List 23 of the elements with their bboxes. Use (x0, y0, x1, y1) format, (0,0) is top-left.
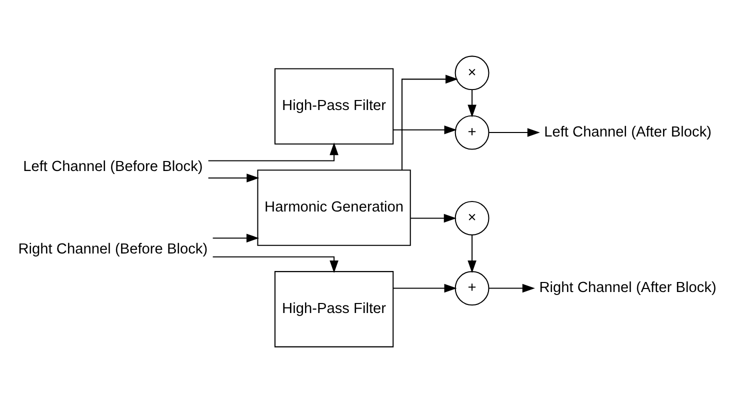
node-circle: + (454, 270, 490, 306)
node-circle: + (454, 114, 490, 150)
arrow (208, 142, 338, 161)
node-text: Left Channel (After Block) (544, 124, 712, 140)
arrow (208, 173, 260, 182)
arrow (393, 124, 457, 134)
arrow (468, 234, 476, 273)
arrow (468, 89, 476, 117)
arrow (489, 128, 540, 136)
node-text: Right Channel (After Block) (539, 280, 716, 296)
arrow (489, 283, 535, 292)
node-box: Harmonic Generation (257, 169, 411, 246)
arrow (212, 233, 260, 242)
node-box: High-Pass Filter (274, 68, 394, 144)
node-circle: × (454, 200, 490, 235)
arrow (393, 283, 457, 292)
node-circle: × (454, 55, 490, 90)
node-text: Left Channel (Before Block) (23, 158, 203, 174)
node-box: High-Pass Filter (274, 270, 394, 347)
arrow (410, 213, 456, 222)
node-text: Right Channel (Before Block) (18, 240, 208, 257)
arrow (401, 74, 458, 170)
arrow (212, 256, 338, 273)
